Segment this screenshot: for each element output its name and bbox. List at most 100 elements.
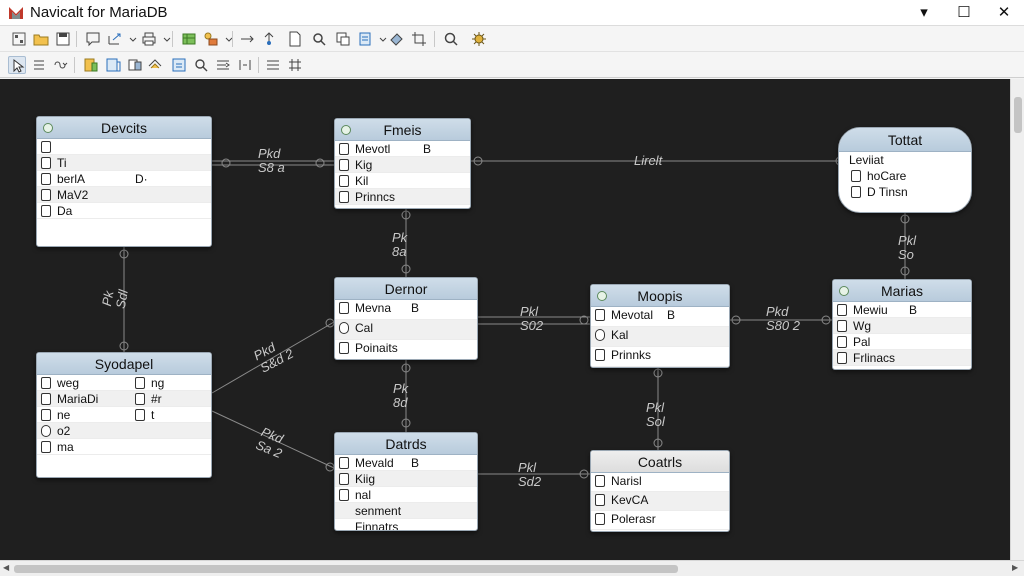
field-row[interactable]: Frlinacs — [833, 350, 971, 366]
vertical-scrollbar[interactable] — [1010, 79, 1024, 560]
chevron-down-icon[interactable] — [374, 30, 387, 48]
scroll-left-arrow-icon[interactable]: ◀ — [3, 563, 10, 572]
link-tool-icon[interactable] — [52, 56, 70, 74]
chevron-down-icon[interactable] — [220, 30, 233, 48]
entity-tottat[interactable]: Tottat Leviiat hoCare D Tinsn — [838, 127, 972, 213]
field-row[interactable]: Poinaits — [335, 340, 477, 359]
horizontal-scroll-thumb[interactable] — [14, 565, 678, 573]
print-icon[interactable] — [140, 30, 158, 48]
zoom-icon[interactable] — [442, 30, 460, 48]
er-diagram-canvas[interactable]: Pkd S8 a Lirelt Pk Sdl Pk 8a Pkl So Pkd … — [0, 79, 1010, 560]
chevron-down-icon[interactable] — [124, 30, 137, 48]
vertical-scroll-thumb[interactable] — [1014, 97, 1022, 133]
field-row[interactable]: ma — [37, 439, 211, 455]
add-relation-icon[interactable] — [202, 30, 220, 48]
comment-icon[interactable] — [84, 30, 102, 48]
horizontal-scrollbar[interactable]: ◀ ▶ — [0, 560, 1024, 576]
entity-coatrls[interactable]: Coatrls Narisl KevCA Polerasr — [590, 450, 730, 532]
line-icon[interactable] — [238, 30, 256, 48]
field-row[interactable]: hoCare — [839, 168, 971, 184]
relation-label[interactable]: Pkl Sd2 — [518, 460, 542, 489]
field-row[interactable]: nal — [335, 487, 477, 503]
entity-header[interactable]: Dernor — [335, 278, 477, 300]
field-row[interactable]: Polerasr — [591, 511, 729, 530]
table-icon[interactable] — [180, 30, 198, 48]
field-row[interactable]: Finnatrs — [335, 519, 477, 530]
entity-header[interactable]: Coatrls — [591, 451, 729, 473]
entity-header[interactable]: Moopis — [591, 285, 729, 307]
crop-icon[interactable] — [410, 30, 428, 48]
relation-label[interactable]: Pkl So — [898, 233, 917, 262]
entity-header[interactable]: Marias — [833, 280, 971, 302]
list-icon[interactable] — [30, 56, 48, 74]
maximize-button[interactable]: ☐ — [957, 4, 971, 21]
field-row[interactable]: Prinnks — [591, 347, 729, 367]
horizontal-align-icon[interactable] — [170, 56, 188, 74]
export-icon[interactable] — [106, 30, 124, 48]
entity-header[interactable]: Fmeis — [335, 119, 470, 141]
auto-layout-icon[interactable] — [214, 56, 232, 74]
select-tool-icon[interactable] — [8, 56, 26, 74]
field-row[interactable]: Prinncs — [335, 189, 470, 205]
copy-icon[interactable] — [334, 30, 352, 48]
layer-tool-icon[interactable] — [146, 56, 164, 74]
field-row[interactable]: Kil — [335, 173, 470, 189]
field-row[interactable] — [37, 139, 211, 155]
chevron-down-icon[interactable] — [158, 30, 171, 48]
scroll-right-arrow-icon[interactable]: ▶ — [1012, 563, 1019, 572]
grid-icon[interactable] — [286, 56, 304, 74]
field-row[interactable]: Kiig — [335, 471, 477, 487]
field-row[interactable]: Narisl — [591, 473, 729, 492]
paint-icon[interactable] — [388, 30, 406, 48]
layers-icon[interactable] — [356, 30, 374, 48]
note-icon[interactable] — [82, 56, 100, 74]
settings-icon[interactable] — [470, 30, 488, 48]
relation-label[interactable]: Pkl Sol — [646, 400, 665, 429]
field-row[interactable]: o2 — [37, 423, 211, 439]
new-model-icon[interactable] — [10, 30, 28, 48]
entity-header[interactable]: Syodapel — [37, 353, 211, 375]
field-row[interactable]: Ti — [37, 155, 211, 171]
field-row[interactable]: Da — [37, 203, 211, 219]
field-row[interactable]: Cal — [335, 320, 477, 340]
relation-label[interactable]: Pkd S8 a — [258, 146, 285, 175]
search-icon[interactable] — [310, 30, 328, 48]
close-button[interactable]: ✕ — [997, 4, 1011, 21]
save-icon[interactable] — [54, 30, 72, 48]
distribute-icon[interactable] — [236, 56, 254, 74]
field-row[interactable]: senment — [335, 503, 477, 519]
open-folder-icon[interactable] — [32, 30, 50, 48]
align-lines-icon[interactable] — [264, 56, 282, 74]
relation-label[interactable]: Pkl S02 — [520, 304, 544, 333]
field-row[interactable]: Kig — [335, 157, 470, 173]
entity-header[interactable]: Tottat — [839, 128, 971, 152]
relation-label[interactable]: Lirelt — [634, 153, 663, 168]
field-row[interactable]: D Tinsn — [839, 184, 971, 200]
image-icon[interactable] — [104, 56, 122, 74]
shape-icon[interactable] — [126, 56, 144, 74]
entity-header[interactable]: Datrds — [335, 433, 477, 455]
field-row[interactable]: Leviiat — [849, 153, 884, 167]
entity-header[interactable]: Devcits — [37, 117, 211, 139]
field-row[interactable]: MariaDi#r — [37, 391, 211, 407]
minimize-button[interactable]: ▾ — [920, 4, 928, 21]
relation-label[interactable]: Pkd S80 2 — [766, 304, 800, 333]
page-icon[interactable] — [286, 30, 304, 48]
field-row[interactable]: Wg — [833, 318, 971, 334]
field-row[interactable]: Kal — [591, 327, 729, 347]
